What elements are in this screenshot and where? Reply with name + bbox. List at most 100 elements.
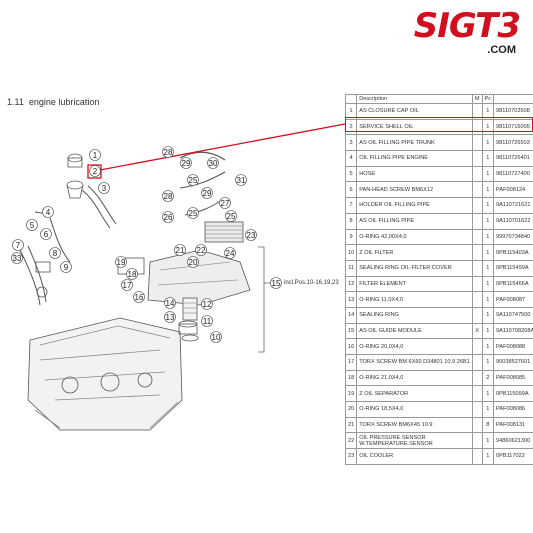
callout-7: 7 bbox=[12, 239, 24, 251]
row-description: TORX SCREW BM 6X60 D34801 10.9 26B1 bbox=[356, 354, 473, 371]
row-description: AS OIL FILLING PIPE bbox=[356, 212, 473, 230]
row-m bbox=[471, 401, 483, 418]
brand-logo[interactable]: SIGT3 .COM bbox=[380, 6, 530, 56]
row-part-number: 0PB115499A bbox=[493, 259, 533, 277]
svg-text:33: 33 bbox=[13, 254, 22, 263]
row-description: O-RING 21,0X4,0 bbox=[356, 369, 473, 387]
callout-15: 15 bbox=[270, 277, 282, 289]
row-m bbox=[471, 369, 483, 387]
section-number: 1.11 bbox=[7, 97, 24, 107]
row-pc: 1 bbox=[481, 197, 495, 214]
row-description: O-RING 42,00X4,0 bbox=[356, 228, 473, 246]
row-pos: 3 bbox=[344, 134, 358, 152]
row-part-number: 90038527601 bbox=[493, 354, 533, 371]
row-part-number: 94860621300 bbox=[493, 432, 533, 450]
callout-4: 4 bbox=[42, 206, 54, 218]
callout-25c: 25 bbox=[225, 210, 237, 222]
svg-text:29: 29 bbox=[203, 189, 212, 198]
row-m bbox=[471, 197, 483, 214]
row-pc: 1 bbox=[481, 448, 495, 465]
svg-text:15: 15 bbox=[272, 279, 281, 288]
svg-text:25: 25 bbox=[189, 209, 198, 218]
row-part-number: 0PB115099A bbox=[493, 385, 533, 403]
row-pos: 14 bbox=[344, 306, 358, 324]
row-part-number: 98110726401 bbox=[493, 150, 533, 167]
callout-20: 20 bbox=[187, 256, 199, 268]
callout-33: 33 bbox=[11, 252, 23, 264]
logo-domain: .COM bbox=[487, 44, 516, 56]
callout-11: 11 bbox=[201, 315, 213, 327]
svg-text:11: 11 bbox=[203, 317, 212, 326]
row-pos: 6 bbox=[344, 181, 358, 199]
header-m: M bbox=[471, 94, 483, 104]
callout-16: 16 bbox=[133, 291, 145, 303]
svg-text:25: 25 bbox=[189, 176, 198, 185]
callout-13: 13 bbox=[164, 311, 176, 323]
row-description: O-RING 20,0X4,0 bbox=[356, 338, 473, 355]
svg-text:20: 20 bbox=[189, 258, 198, 267]
row-part-number: 9A110701622 bbox=[493, 212, 533, 230]
incl-note: incl.Pos.10-16,19,23 bbox=[284, 280, 339, 286]
row-part-number: 0PB117022 bbox=[493, 448, 533, 465]
row-pos: 12 bbox=[344, 275, 358, 293]
row-m bbox=[471, 134, 483, 152]
row-pos: 15 bbox=[344, 322, 358, 340]
row-pc: 1 bbox=[481, 306, 495, 324]
svg-text:18: 18 bbox=[128, 270, 137, 279]
row-part-number: 9A110721621 bbox=[493, 197, 533, 214]
row-m bbox=[471, 228, 483, 246]
callout-29b: 29 bbox=[201, 187, 213, 199]
row-m: X bbox=[471, 322, 483, 340]
row-description: Z OIL FILTER bbox=[356, 244, 473, 261]
svg-text:3: 3 bbox=[102, 184, 107, 193]
row-pc: 1 bbox=[481, 212, 495, 230]
row-description: SEALING RING bbox=[356, 306, 473, 324]
callout-29a: 29 bbox=[180, 157, 192, 169]
row-m bbox=[471, 244, 483, 261]
header-description: Description bbox=[356, 94, 473, 104]
row-pos: 5 bbox=[344, 165, 358, 183]
section-name: engine lubrication bbox=[28, 97, 100, 107]
selected-row-highlight bbox=[345, 117, 533, 132]
row-pos: 23 bbox=[344, 448, 358, 465]
callout-27: 27 bbox=[219, 197, 231, 209]
svg-text:7: 7 bbox=[16, 241, 21, 250]
row-description: FILTER ELEMENT bbox=[356, 275, 473, 293]
row-part-number: PAF008085 bbox=[493, 369, 533, 387]
svg-text:28: 28 bbox=[164, 192, 173, 201]
callout-8: 8 bbox=[49, 247, 61, 259]
callout-5: 5 bbox=[26, 219, 38, 231]
row-m bbox=[471, 432, 483, 450]
row-part-number: 98110727400 bbox=[493, 165, 533, 183]
row-pos: 10 bbox=[344, 244, 358, 261]
row-description: AS OIL GUIDE MODULE bbox=[356, 322, 473, 340]
svg-text:25: 25 bbox=[227, 212, 236, 221]
row-pc: 1 bbox=[481, 291, 495, 308]
logo-wordmark: SIGT3 bbox=[413, 6, 521, 46]
row-m bbox=[471, 416, 483, 434]
row-pc: 1 bbox=[481, 354, 495, 371]
row-m bbox=[471, 291, 483, 308]
